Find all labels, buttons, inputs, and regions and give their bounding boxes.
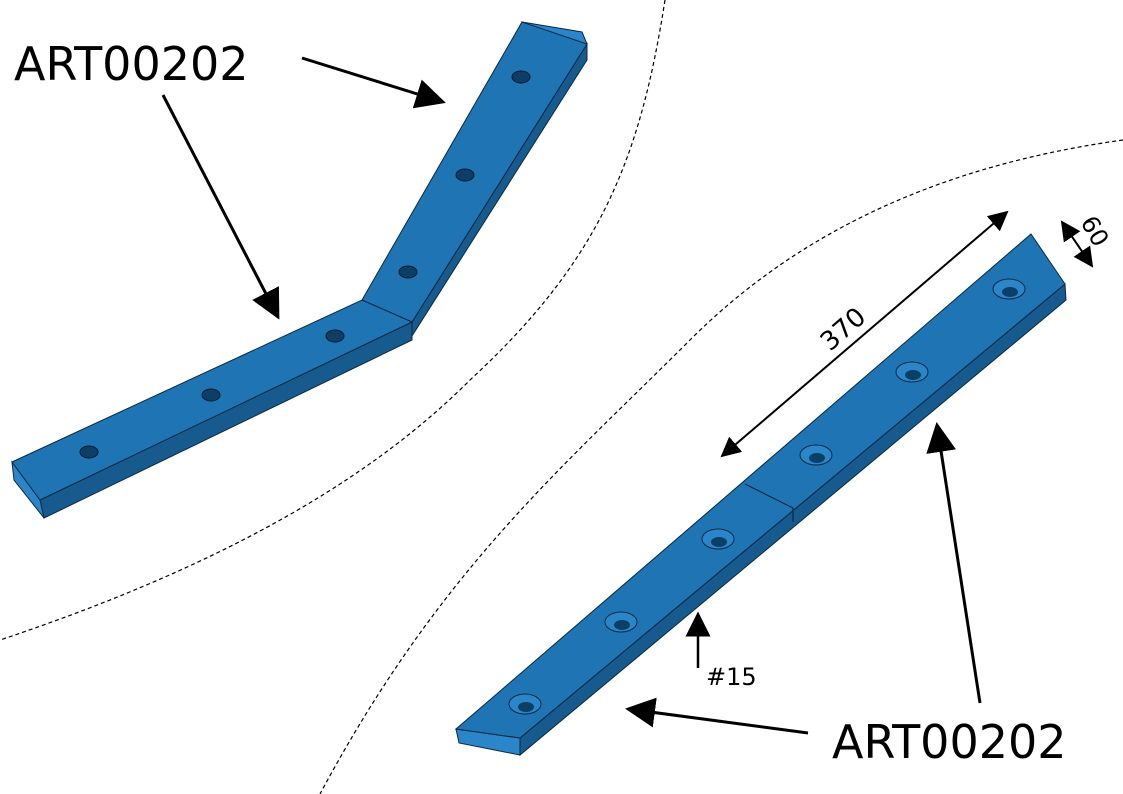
- countersunk-hole: [701, 528, 735, 550]
- hole: [79, 445, 99, 459]
- hole: [325, 329, 345, 343]
- separator-curve-right: [319, 139, 1123, 794]
- leader-arrow-upper: [301, 56, 446, 109]
- leader-arrow-up: [926, 422, 982, 704]
- hole: [511, 70, 531, 84]
- countersunk-hole: [508, 693, 542, 715]
- part-label-bottom-right: ART00202: [832, 715, 1067, 769]
- part-label-top-left: ART00202: [14, 37, 249, 91]
- bent-bar-upper-top: [361, 21, 588, 323]
- countersunk-hole: [895, 361, 929, 383]
- leader-arrow-lower: [161, 94, 280, 320]
- countersunk-hole: [799, 444, 833, 466]
- segment-joint: [744, 483, 794, 509]
- hole: [201, 388, 221, 402]
- dimension-length-line: [720, 210, 1009, 458]
- dimension-width-line: [1060, 220, 1094, 268]
- dimension-width-label: 60: [1075, 211, 1115, 251]
- leader-arrow-left: [625, 697, 809, 735]
- hole: [455, 168, 475, 182]
- countersunk-hole: [604, 611, 638, 633]
- separator-curve-left: [0, 0, 666, 641]
- thickness-label: #15: [706, 663, 757, 691]
- hole: [398, 265, 418, 279]
- countersunk-hole: [992, 278, 1026, 300]
- dimension-length-label: 370: [815, 302, 872, 357]
- bent-bar-assembly: [11, 21, 588, 519]
- bent-bar-lower-side: [39, 321, 413, 519]
